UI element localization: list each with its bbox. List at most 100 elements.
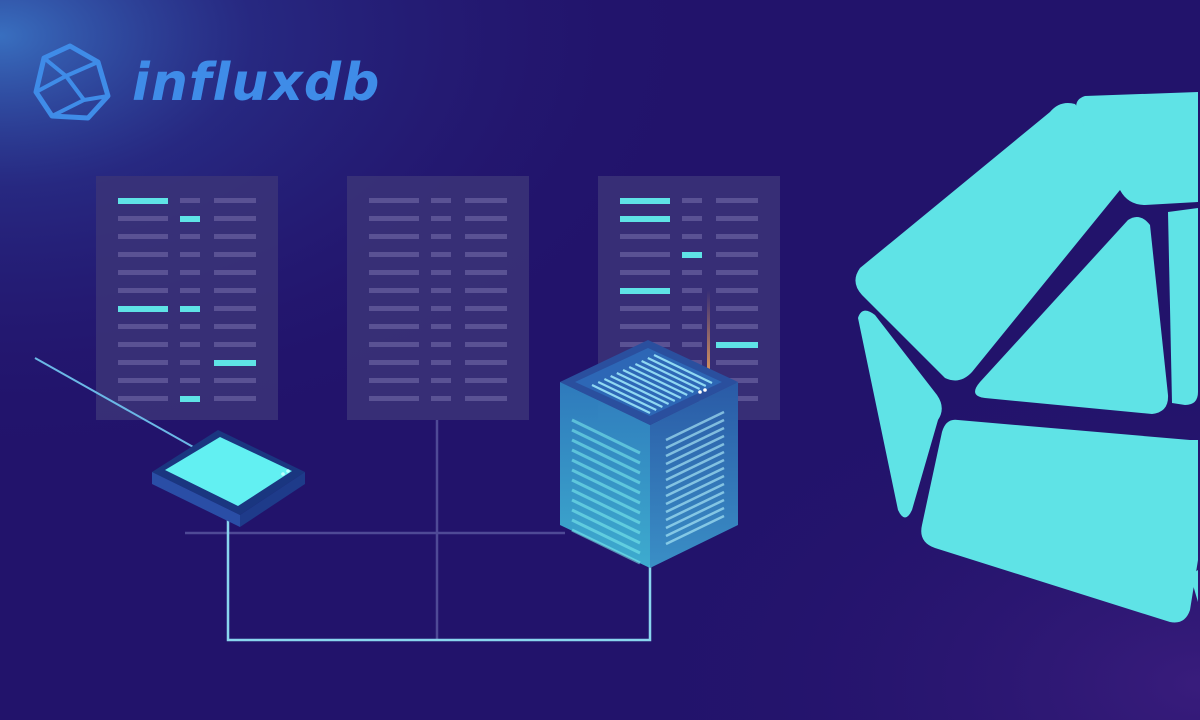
- server-vents: [665, 410, 725, 546]
- rack-line: [665, 466, 725, 498]
- table-cell: [431, 306, 451, 311]
- table-cell: [431, 288, 451, 293]
- vent-line: [616, 372, 676, 402]
- table-cell: [465, 270, 507, 275]
- rack-line: [665, 458, 725, 490]
- incoming-line: [34, 357, 196, 449]
- table-cell: [682, 216, 702, 221]
- table-cell: [118, 378, 168, 383]
- table-cell: [465, 198, 507, 203]
- rack-line: [571, 458, 641, 495]
- table-cell: [214, 234, 256, 239]
- table-cell: [465, 378, 507, 383]
- table-cell: [716, 198, 758, 203]
- table-cell: [716, 216, 758, 221]
- router-device: [152, 430, 305, 527]
- panel-background: [96, 176, 278, 420]
- status-led: [286, 469, 290, 473]
- highlighted-cell: [180, 396, 200, 402]
- table-cell: [118, 234, 168, 239]
- rack-line: [571, 438, 641, 475]
- table-cell: [180, 198, 200, 203]
- table-cell: [716, 306, 758, 311]
- table-cell: [431, 198, 451, 203]
- large-logo-shape: [855, 92, 1198, 623]
- table-cell: [214, 252, 256, 257]
- table-cell: [682, 198, 702, 203]
- vent-line: [603, 378, 663, 408]
- server-vents: [591, 354, 713, 414]
- table-cell: [431, 396, 451, 401]
- table-cell: [118, 342, 168, 347]
- vent-line: [597, 381, 657, 411]
- table-cell: [369, 360, 419, 365]
- table-cell: [465, 252, 507, 257]
- table-cell: [369, 216, 419, 221]
- highlighted-cell: [682, 252, 702, 258]
- rack-line: [571, 488, 641, 525]
- highlighted-cell: [620, 198, 670, 204]
- table-cell: [180, 360, 200, 365]
- table-cell: [716, 360, 758, 365]
- table-cell: [431, 360, 451, 365]
- table-cell: [118, 270, 168, 275]
- vent-line: [610, 375, 670, 405]
- brand-wordmark: influxdb: [132, 53, 380, 113]
- table-cell: [180, 288, 200, 293]
- highlighted-cell: [620, 288, 670, 294]
- rack-line: [665, 490, 725, 522]
- table-cell: [682, 324, 702, 329]
- table-cell: [118, 396, 168, 401]
- highlighted-cell: [118, 198, 168, 204]
- table-cell: [214, 306, 256, 311]
- data-table-panel: [96, 176, 278, 420]
- highlighted-cell: [180, 216, 200, 222]
- table-cell: [465, 216, 507, 221]
- table-cell: [214, 216, 256, 221]
- server-vents: [571, 418, 641, 565]
- table-cell: [620, 270, 670, 275]
- vent-line: [634, 363, 694, 393]
- rack-line: [665, 498, 725, 530]
- table-cell: [369, 342, 419, 347]
- rack-line: [571, 428, 641, 465]
- table-cell: [214, 324, 256, 329]
- table-cell: [118, 360, 168, 365]
- table-cell: [118, 252, 168, 257]
- table-cell: [716, 378, 758, 383]
- table-cell: [465, 360, 507, 365]
- rack-line: [571, 478, 641, 515]
- rack-line: [571, 468, 641, 505]
- data-table-panel: [347, 176, 529, 420]
- table-cell: [465, 306, 507, 311]
- table-cell: [620, 306, 670, 311]
- table-cell: [214, 270, 256, 275]
- table-cell: [369, 396, 419, 401]
- table-cell: [118, 288, 168, 293]
- rack-line: [665, 426, 725, 458]
- rack-line: [665, 482, 725, 514]
- table-cell: [682, 270, 702, 275]
- table-cell: [431, 216, 451, 221]
- rack-line: [665, 514, 725, 546]
- rack-line: [571, 528, 641, 565]
- rack-line: [571, 448, 641, 485]
- table-cell: [682, 342, 702, 347]
- table-cell: [465, 396, 507, 401]
- status-led: [703, 388, 707, 392]
- table-cell: [369, 270, 419, 275]
- table-cell: [682, 306, 702, 311]
- table-cell: [431, 252, 451, 257]
- influxdb-logo: influxdb: [33, 43, 380, 121]
- table-cell: [431, 342, 451, 347]
- rack-line: [665, 474, 725, 506]
- table-cell: [716, 234, 758, 239]
- table-cell: [180, 252, 200, 257]
- table-cell: [716, 324, 758, 329]
- connector-line: [226, 515, 652, 642]
- table-cell: [620, 252, 670, 257]
- table-cell: [431, 234, 451, 239]
- table-cell: [214, 198, 256, 203]
- highlighted-cell: [118, 306, 168, 312]
